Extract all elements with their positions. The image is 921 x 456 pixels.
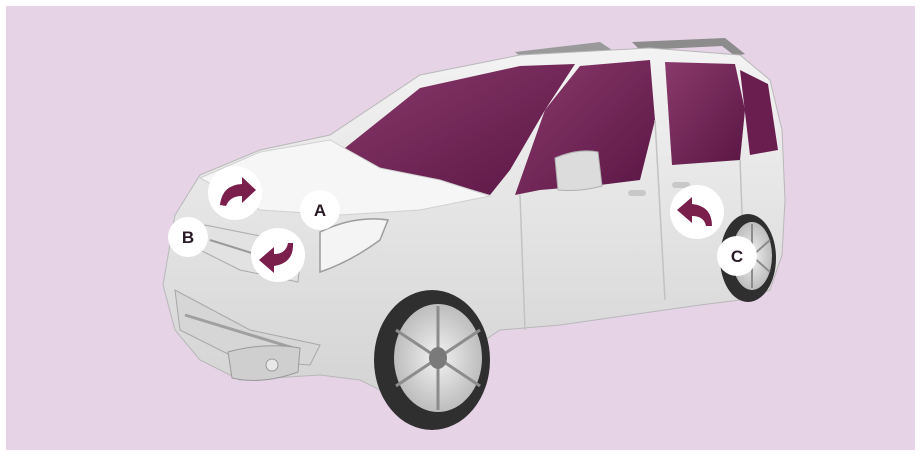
fog-lamp [266,359,278,371]
callout-b: B [168,217,208,257]
front-door-handle [628,190,646,196]
front-wheel [374,290,490,430]
callout-a-label: A [314,201,326,220]
pull-arrow-icon [251,228,305,282]
callout-c-label: C [731,247,743,266]
rear-side-window [665,62,745,165]
fog-light [228,346,300,381]
side-arrow-icon [670,185,724,239]
callout-b-label: B [182,228,194,247]
open-arrow-icon [208,166,262,220]
side-mirror [555,151,602,191]
callout-c: C [717,236,757,276]
callout-a: A [300,190,340,230]
